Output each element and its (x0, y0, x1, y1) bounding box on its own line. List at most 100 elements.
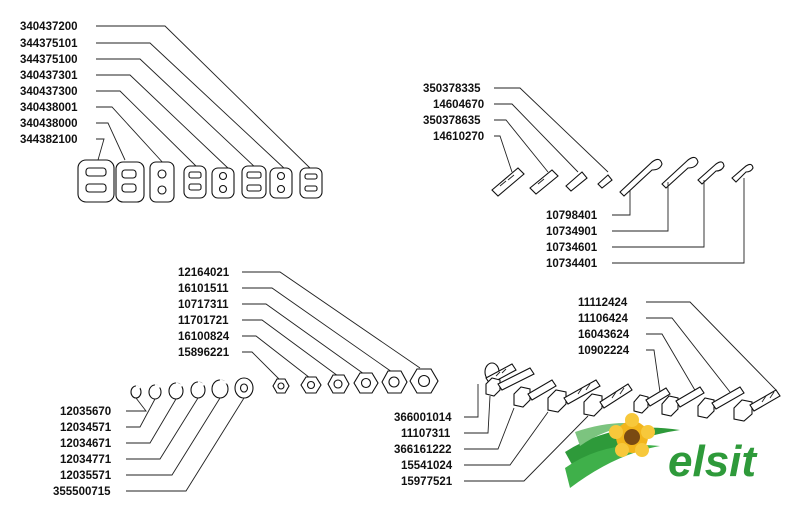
part-label: 344375100 (20, 54, 78, 66)
bolt (661, 386, 705, 417)
part-label: 14610270 (433, 131, 484, 143)
leader-line (464, 407, 515, 450)
bolt (733, 389, 781, 422)
cotter-pin (619, 158, 663, 197)
hex-nut (327, 374, 350, 394)
part-label: 11107311 (401, 428, 451, 440)
lock-washer (148, 384, 162, 400)
lock-washer (168, 382, 184, 400)
part-label: 14604670 (433, 99, 484, 111)
bolt (547, 379, 601, 413)
leader-line (464, 395, 491, 434)
spring-pin (491, 167, 525, 197)
part-label: 344382100 (20, 134, 78, 146)
chain-link (269, 167, 293, 199)
lock-washer (190, 381, 206, 399)
leader-line (242, 271, 421, 369)
hex-nut (353, 372, 379, 394)
leader-line (126, 398, 177, 444)
leader-line (96, 106, 166, 166)
part-label: 12034771 (60, 454, 112, 466)
part-label: 16043624 (578, 329, 630, 341)
lock-washer (211, 379, 229, 399)
part-label: 350378335 (423, 83, 481, 95)
bolt (513, 379, 557, 408)
part-label: 11106424 (578, 313, 629, 325)
leader-line (494, 119, 549, 173)
chain-link (241, 165, 267, 199)
cotter-pin (661, 156, 699, 189)
bolt (485, 367, 535, 397)
leader-line (96, 42, 287, 171)
part-label: 12035571 (60, 470, 112, 482)
leader-line (96, 74, 231, 171)
sunflower-icon (609, 413, 655, 457)
leader-line (242, 287, 393, 373)
part-label: 340438001 (20, 102, 78, 114)
part-label: 12034571 (60, 422, 112, 434)
part-label: 10798401 (546, 210, 598, 222)
chain-link (211, 167, 235, 199)
leader-line (96, 25, 313, 171)
part-label: 12164021 (178, 267, 230, 279)
hex-nut (300, 376, 322, 394)
leader-line (646, 333, 697, 393)
part-label: 340437200 (20, 21, 78, 33)
washers-group: 12035670 12034571 12034671 12034771 1203… (53, 377, 254, 498)
part-label: 16100824 (178, 331, 230, 343)
part-label: 10902224 (578, 345, 630, 357)
leader-line (646, 349, 661, 393)
chain-link (183, 165, 207, 199)
bolt (633, 387, 671, 414)
leader-line (242, 319, 339, 377)
leader-line (612, 190, 631, 216)
leader-line (126, 398, 156, 428)
part-label: 10734601 (546, 242, 598, 254)
part-label: 12034671 (60, 438, 112, 450)
lock-washer (130, 385, 142, 399)
leader-line (464, 415, 589, 482)
leader-line (464, 384, 479, 418)
bolts-left-group: 366001014 11107311 366161222 15541024 15… (394, 362, 633, 488)
chain-link (299, 167, 323, 199)
bolt (697, 386, 745, 419)
part-label: 350378635 (423, 115, 481, 127)
leader-line (96, 138, 105, 161)
leader-line (612, 178, 745, 264)
part-label: 11701721 (178, 315, 229, 327)
chain-links-group: 340437200 344375101 344375100 340437301 … (20, 21, 323, 203)
part-label: 10717311 (178, 299, 229, 311)
part-label: 340438000 (20, 118, 78, 130)
leader-line (126, 397, 147, 412)
part-label: 355500715 (53, 486, 111, 498)
pins-group: 350378335 14604670 350378635 14610270 (423, 83, 754, 270)
part-label: 15896221 (178, 347, 230, 359)
cotter-pin (697, 161, 725, 185)
leader-line (494, 103, 579, 173)
bolt (583, 383, 633, 417)
cotter-pin (731, 163, 754, 183)
spring-pin (529, 169, 559, 195)
leader-line (126, 397, 221, 476)
leader-line (96, 58, 259, 171)
leader-line (242, 335, 311, 379)
hex-nut (272, 378, 290, 394)
part-label: 10734401 (546, 258, 598, 270)
leader-line (612, 182, 669, 232)
leader-line (126, 397, 245, 492)
spring-pin (565, 171, 588, 192)
part-label: 340437301 (20, 70, 78, 82)
leader-line (126, 397, 199, 460)
leader-line (494, 87, 609, 173)
leader-line (242, 351, 281, 381)
leader-line (646, 317, 731, 393)
logo-text: elsit (668, 437, 758, 486)
part-label: 12035670 (60, 406, 111, 418)
part-label: 15541024 (401, 460, 453, 472)
part-label: 344375101 (20, 38, 78, 50)
leader-line (494, 135, 513, 173)
leader-line (464, 411, 549, 466)
chain-link (77, 159, 115, 203)
part-label: 366001014 (394, 412, 452, 424)
